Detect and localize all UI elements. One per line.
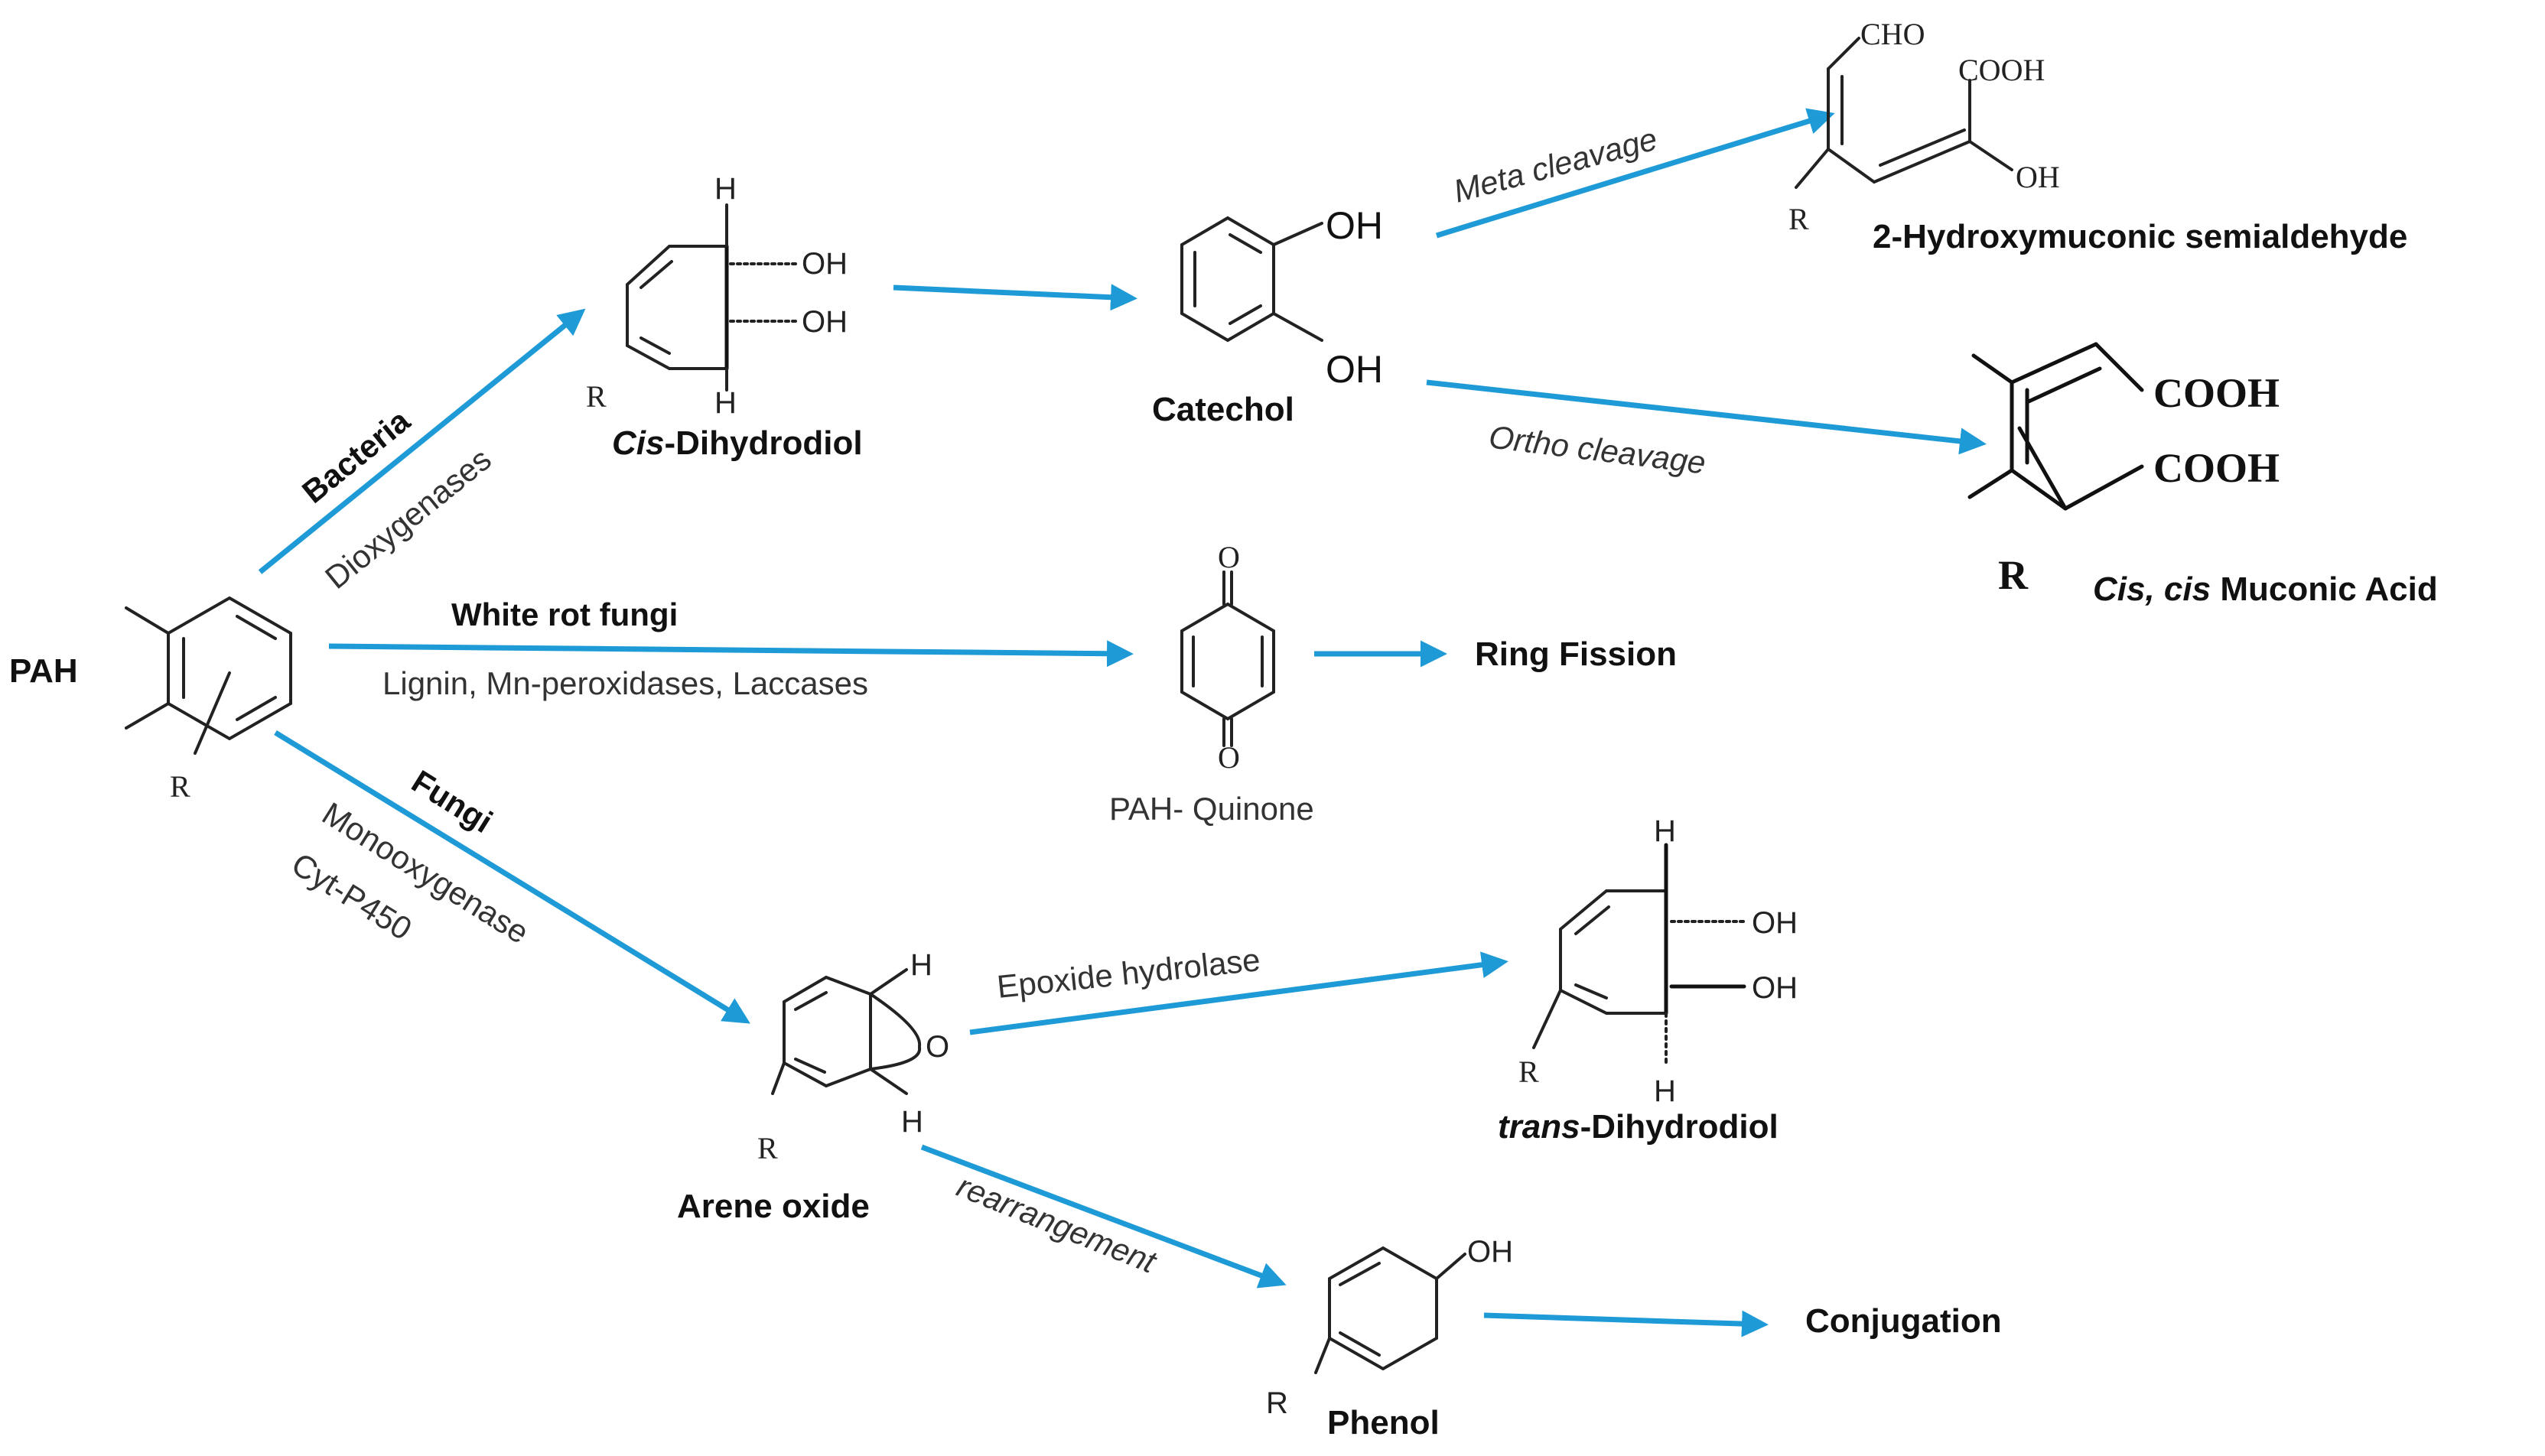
hms-r: R <box>1788 202 1809 236</box>
epoxide-hydrolase-label: Epoxide hydrolase <box>995 941 1262 1005</box>
phenol-oh: OH <box>1467 1235 1513 1269</box>
muconic-cooh-1: COOH <box>2153 370 2280 416</box>
hydroxymuconic-structure: CHO COOH OH R <box>1788 17 2060 236</box>
pah-label: PAH <box>9 652 78 690</box>
quinone-o-top: O <box>1218 540 1240 574</box>
muconic-cooh-2: COOH <box>2153 445 2280 491</box>
arene-h-top: H <box>910 948 932 982</box>
arrow-ortho-cleavage <box>1426 379 1987 455</box>
ortho-cleavage-label: Ortho cleavage <box>1487 418 1707 480</box>
fungi-label: Fungi <box>405 763 499 840</box>
arene-o: O <box>926 1030 949 1064</box>
hms-oh: OH <box>2016 160 2060 194</box>
trans-oh-1: OH <box>1752 906 1798 940</box>
arrow-fungi <box>274 730 750 1024</box>
arrow-meta-cleavage <box>1435 108 1835 239</box>
white-rot-label: White rot fungi <box>451 596 678 632</box>
catechol-label: Catechol <box>1152 391 1294 428</box>
hms-cho: CHO <box>1860 17 1925 51</box>
hydroxymuconic-label: 2-Hydroxymuconic semialdehyde <box>1873 218 2407 255</box>
cis-dihydrodiol-structure: H OH OH H R <box>586 172 848 420</box>
pah-structure: R <box>125 596 292 804</box>
conjugation-label: Conjugation <box>1805 1302 2002 1340</box>
cis-r-label: R <box>586 379 607 414</box>
arene-r: R <box>757 1131 778 1165</box>
arrow-white-rot <box>328 640 1134 668</box>
phenol-label: Phenol <box>1327 1404 1440 1441</box>
quinone-label: PAH- Quinone <box>1109 791 1314 827</box>
muconic-acid-structure: COOH COOH R <box>1967 342 2280 598</box>
muconic-r: R <box>1998 552 2029 598</box>
arene-h-bottom: H <box>901 1105 923 1139</box>
trans-h-top: H <box>1654 814 1676 848</box>
catechol-oh-2: OH <box>1326 348 1383 391</box>
arrow-bacteria <box>258 308 586 574</box>
white-rot-enzymes-label: Lignin, Mn-peroxidases, Laccases <box>382 665 868 701</box>
pah-r-label: R <box>170 769 190 804</box>
ring-fission-label: Ring Fission <box>1475 635 1677 673</box>
trans-h-bottom: H <box>1654 1074 1676 1108</box>
hms-cooh: COOH <box>1958 53 2045 87</box>
trans-dihydrodiol-label: trans-Dihydrodiol <box>1498 1108 1779 1146</box>
trans-oh-2: OH <box>1752 971 1798 1005</box>
arrow-rearrangement <box>920 1144 1287 1289</box>
catechol-structure: OH OH <box>1180 204 1383 391</box>
arrow-to-catechol <box>893 284 1137 311</box>
quinone-structure: O O <box>1180 540 1275 775</box>
muconic-acid-label: Cis, cis Muconic Acid <box>2093 570 2438 608</box>
phenol-r: R <box>1266 1386 1288 1420</box>
trans-r: R <box>1518 1055 1539 1089</box>
cis-h-top: H <box>714 172 737 206</box>
arrow-epoxide-hydrolase <box>969 951 1508 1035</box>
cis-oh-1: OH <box>802 247 848 281</box>
catechol-oh-1: OH <box>1326 204 1383 247</box>
cis-oh-2: OH <box>802 305 848 339</box>
cis-h-bottom: H <box>714 386 737 420</box>
quinone-o-bottom: O <box>1218 740 1240 775</box>
arene-oxide-label: Arene oxide <box>677 1188 870 1225</box>
phenol-structure: OH R <box>1266 1235 1513 1420</box>
cis-dihydrodiol-label: Cis-Dihydrodiol <box>612 424 863 462</box>
meta-cleavage-label: Meta cleavage <box>1450 121 1661 210</box>
arene-oxide-structure: H O H R <box>757 948 949 1165</box>
arrow-conjugation <box>1483 1310 1769 1337</box>
trans-dihydrodiol-structure: H OH OH H R <box>1518 814 1798 1108</box>
